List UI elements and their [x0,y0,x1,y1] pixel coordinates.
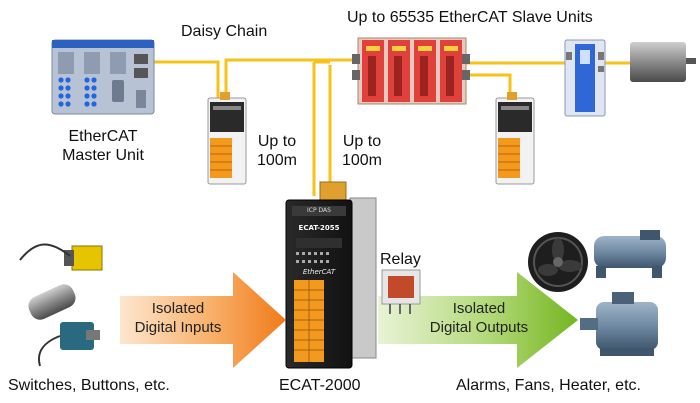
loads-label: Alarms, Fans, Heater, etc. [456,377,641,394]
distance-label-left-line2: 100m [256,152,298,169]
master-unit-image [51,39,155,115]
relay-image [381,269,421,314]
cable-master-to-slave [152,60,220,98]
distance-label-right: Up to 100m [336,132,388,170]
inputs-arrow-label: Isolated Digital Inputs [124,299,232,337]
slave-module-left [207,92,247,185]
slave-units-label: Up to 65535 EtherCAT Slave Units [347,9,593,26]
daisy-chain-label: Daisy Chain [181,23,268,40]
device-model-text: ECAT-2055 [298,224,340,232]
distance-label-left: Up to 100m [252,132,302,170]
device-name-label: ECAT-2000 [279,377,361,394]
outputs-arrow-label-line1: Isolated [452,300,506,317]
load-images [528,230,666,356]
slave-module-right [495,92,535,185]
distance-label-left-line1: Up to [257,133,297,150]
ecat-2000-device [285,181,377,369]
cable-red-to-small [465,73,512,98]
outputs-arrow-label-line2: Digital Outputs [429,319,529,336]
inputs-arrow-label-line2: Digital Inputs [134,319,222,336]
slave-module-blue [564,39,606,117]
sources-label: Switches, Buttons, etc. [8,377,170,394]
device-brand-text: EtherCAT [302,268,336,276]
slave-rack-red [352,37,470,105]
cable-slave-to-bus [224,58,358,98]
input-arrow [120,272,286,368]
output-arrow [378,272,578,368]
master-unit-label-line2: Master Unit [62,147,144,164]
master-unit-label-line1: EtherCAT [68,128,138,145]
ethercat-cables [152,58,630,196]
distance-label-right-line2: 100m [341,152,383,169]
servo-motor-image [630,42,696,82]
master-unit-label: EtherCAT Master Unit [48,127,158,165]
relay-label: Relay [380,251,421,268]
sensor-images [19,243,103,367]
device-logo-text: ICP DAS [307,207,331,214]
inputs-arrow-label-line1: Isolated [151,300,205,317]
distance-label-right-line1: Up to [342,133,382,150]
outputs-arrow-label: Isolated Digital Outputs [420,299,538,337]
